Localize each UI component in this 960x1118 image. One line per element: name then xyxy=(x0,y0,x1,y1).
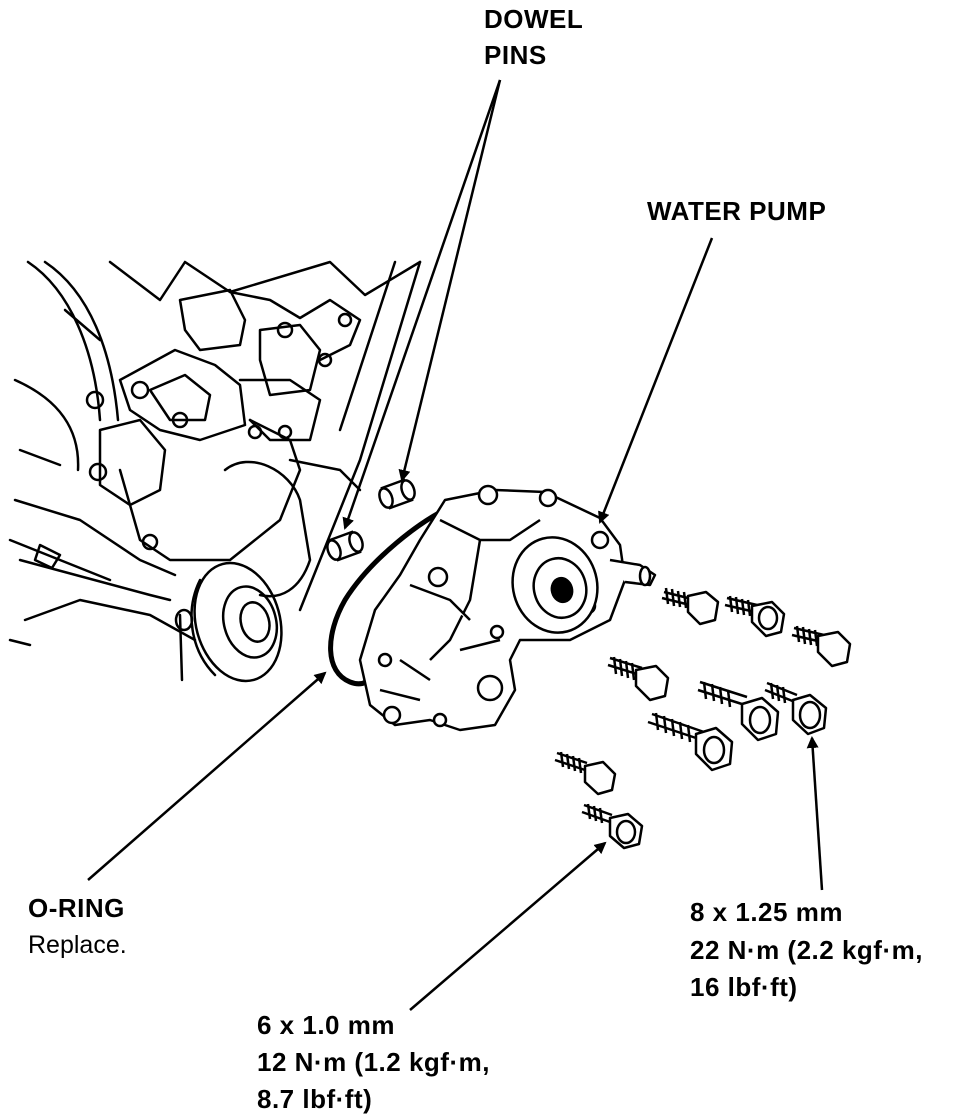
bolt-8mm-7 xyxy=(764,681,828,736)
bolts xyxy=(554,587,852,850)
bolt-8mm-4 xyxy=(607,656,670,702)
bolt-6mm-1 xyxy=(554,751,617,796)
bolt-6mm-torque-label: 12 N·m (1.2 kgf·m, xyxy=(257,1047,490,1077)
bolt-6mm-size-label: 6 x 1.0 mm xyxy=(257,1010,395,1040)
bolt-8mm-1 xyxy=(661,587,720,626)
dowel-pins xyxy=(326,478,416,562)
water-pump-body xyxy=(358,484,657,732)
water-pump-label: WATER PUMP xyxy=(647,196,827,226)
dowel-pins-label-line2: PINS xyxy=(484,40,547,70)
leader-dowel-upper xyxy=(398,79,502,482)
leader-o-ring xyxy=(87,671,327,881)
bolt-8mm-2 xyxy=(724,595,786,638)
bolt-8mm-size-label: 8 x 1.25 mm xyxy=(690,897,843,927)
dowel-pins-label-line1: DOWEL xyxy=(484,4,584,34)
leader-bolt-6mm xyxy=(409,841,607,1011)
engine-block xyxy=(8,260,422,683)
leader-water-pump xyxy=(598,237,714,524)
bolt-6mm-2 xyxy=(581,803,644,850)
dowel-pin-lower xyxy=(326,530,364,562)
bolt-6mm-torque-label-cont: 8.7 lbf·ft) xyxy=(257,1084,373,1114)
leader-lines xyxy=(87,79,824,1011)
dowel-pin-upper xyxy=(378,478,416,510)
bolt-8mm-torque-label: 22 N·m (2.2 kgf·m, xyxy=(690,935,923,965)
bolt-8mm-3 xyxy=(791,625,852,668)
bolt-8mm-6 xyxy=(697,680,780,742)
bolt-8mm-5 xyxy=(647,712,734,772)
leader-bolt-8mm xyxy=(806,736,824,891)
o-ring-label: O-RING xyxy=(28,893,125,923)
o-ring-note: Replace. xyxy=(28,931,127,959)
bolt-8mm-torque-label-cont: 16 lbf·ft) xyxy=(690,972,798,1002)
leader-dowel-lower xyxy=(342,79,502,530)
